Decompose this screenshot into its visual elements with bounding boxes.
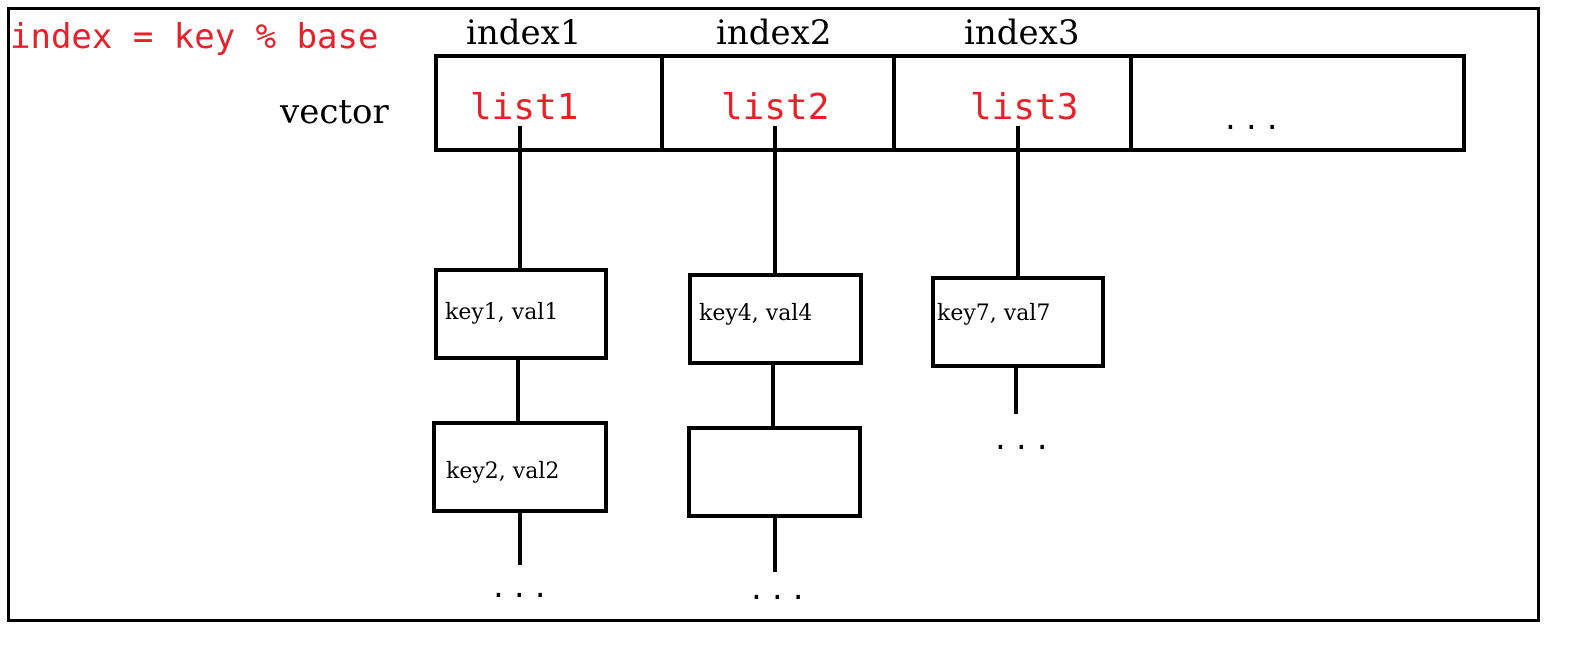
- diagram-frame: [7, 7, 1540, 622]
- list-label-3: list3: [970, 87, 1079, 128]
- node-key7: key7, val7: [937, 301, 1051, 326]
- hash-formula: index = key % base: [10, 17, 379, 57]
- list-label-2: list2: [721, 87, 830, 128]
- chain-1-ellipsis: ...: [490, 571, 553, 604]
- list-label-1: list1: [470, 87, 579, 128]
- node-key4: key4, val4: [699, 301, 813, 326]
- chain-3: [931, 126, 1105, 414]
- index-label-2: index2: [716, 13, 832, 53]
- chain-3-ellipsis: ...: [992, 423, 1055, 456]
- node-box-key1: [434, 268, 608, 360]
- node-box-empty: [687, 426, 862, 518]
- chain-2-ellipsis: ...: [748, 573, 811, 606]
- node-key1: key1, val1: [445, 300, 559, 325]
- vector-array: [434, 54, 1466, 152]
- node-box-key4: [688, 273, 863, 365]
- index-label-1: index1: [466, 13, 582, 53]
- vector-label: vector: [280, 92, 389, 132]
- chain-1: [432, 126, 608, 565]
- vector-ellipsis: ...: [1222, 103, 1285, 136]
- index-label-3: index3: [964, 13, 1080, 53]
- chain-2: [687, 126, 863, 572]
- vector-outline: [434, 54, 1466, 152]
- node-key2: key2, val2: [446, 459, 560, 484]
